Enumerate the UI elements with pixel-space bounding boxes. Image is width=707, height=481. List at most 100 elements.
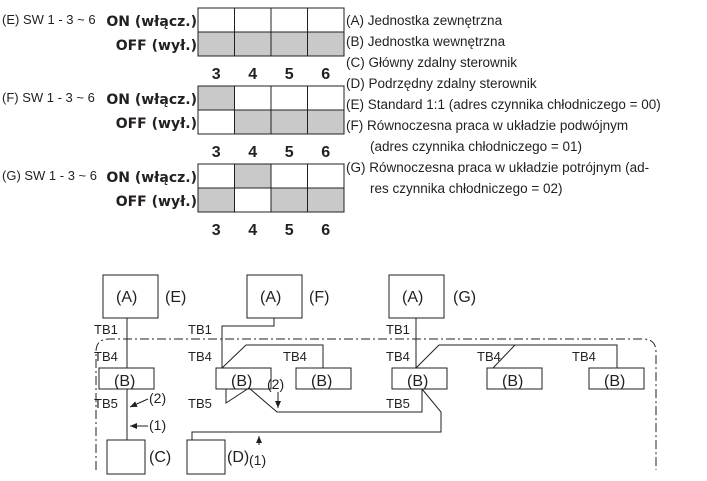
tb4-label-g1: TB4 [386,349,410,364]
indoor-label-g2: (B) [502,373,523,390]
outdoor-unit-e [102,274,159,319]
switch-block-2: (G) SW 1 - 3 ~ 6 ON (włącz.) OFF (wył.) 3 4 5… [2,163,345,239]
tb1-label-g: TB1 [386,322,410,337]
tb1-line-f [221,318,275,368]
sub-remote-controller [186,439,226,475]
legend-f-cont: (adres czynnika chłodniczego = 01) [370,139,582,154]
on-row-label: ON (włącz.) [106,14,197,30]
switch-cell-on-3 [197,7,235,33]
tb4-label-g3: TB4 [572,349,596,364]
switch-number: 3 [212,222,221,239]
on-row-label: ON (włącz.) [106,92,197,108]
tb5-line-g [191,388,442,440]
switch-cell-off-5 [270,187,308,213]
tb4-label-f2: TB4 [283,349,307,364]
switch-cell-off-3 [197,109,235,135]
outdoor-label-g: (A) [402,289,423,306]
indoor-unit-g1 [391,367,448,390]
switch-cell-on-3 [197,85,235,111]
switch-cell-off-5 [270,31,308,57]
switch-cell-on-6 [307,85,345,111]
switch-number: 6 [321,222,330,239]
tb5-label-e: TB5 [94,396,118,411]
indoor-label-g3: (B) [604,373,625,390]
switch-cell-off-5 [270,109,308,135]
switch-number: 5 [285,222,294,239]
switch-cell-off-4 [234,109,272,135]
tb4-label-g2: TB4 [477,349,501,364]
switch-cell-off-3 [197,31,235,57]
legend-g: (G) Równoczesna praca w układzie potrójn… [346,160,649,175]
switch-number: 3 [212,66,221,83]
indoor-unit-g2 [486,367,543,390]
group-label-f: (F) [309,289,329,306]
off-row-label: OFF (wył.) [116,194,197,210]
remote-sub-label: (D) [227,449,249,466]
switch-cell-on-4 [234,85,272,111]
wire-label-e-1: (1) [149,417,166,433]
on-row-label: ON (włącz.) [106,170,197,186]
group-label-g: (G) [453,289,476,306]
legend: (A) Jednostka zewnętrzna (B) Jednostka w… [346,13,661,196]
switch-cell-on-4 [234,163,272,189]
tb4-label-f1: TB4 [188,349,212,364]
switch-cell-on-5 [270,7,308,33]
switch-cell-on-6 [307,7,345,33]
switch-number: 5 [285,66,294,83]
building-boundary [95,338,657,470]
tb5-label-f: TB5 [188,396,212,411]
wire-label-f-2: (2) [267,376,284,392]
wiring-labels: (A) (A) (A) (E) (F) (G) (B) (B) (B) (B) … [94,289,625,468]
switch-cell-on-3 [197,163,235,189]
tb1-label-f: TB1 [188,322,212,337]
tb4-link-f [221,344,324,369]
switch-number: 5 [285,144,294,161]
legend-c: (C) Główny zdalny sterownik [346,55,517,70]
switch-settings: (E) SW 1 - 3 ~ 6 ON (włącz.) OFF (wył.) 3 4 5… [2,7,345,239]
switch-number: 4 [248,66,257,83]
tb1-label-e: TB1 [94,322,118,337]
switch-block-1: (F) SW 1 - 3 ~ 6 ON (włącz.) OFF (wył.) 3 4 5… [2,85,345,161]
arrow-e-2 [129,398,149,408]
switch-cell-on-5 [270,163,308,189]
outdoor-label-f: (A) [260,289,281,306]
group-label-e: (E) [165,289,186,306]
legend-e: (E) Standard 1:1 (adres czynnika chłodni… [346,97,661,112]
remote-main-label: (C) [149,449,171,466]
tb4-link-g2 [515,344,618,368]
switch-cell-on-6 [307,163,345,189]
switch-cell-off-6 [307,109,345,135]
indoor-label-f2: (B) [311,373,332,390]
switch-cell-off-4 [234,31,272,57]
wire-label-d-1: (1) [249,452,266,468]
off-row-label: OFF (wył.) [116,116,197,132]
switch-cell-on-4 [234,7,272,33]
legend-d: (D) Podrzędny zdalny sterownik [346,76,537,91]
switch-number: 4 [248,144,257,161]
switch-block-label: (G) SW 1 - 3 ~ 6 [2,168,97,183]
main-remote-controller [106,439,146,475]
tb5-line-f [225,387,423,413]
switch-cell-off-3 [197,187,235,213]
switch-number: 4 [248,222,257,239]
tb5-label-g: TB5 [386,396,410,411]
switch-number: 3 [212,144,221,161]
legend-f: (F) Równoczesna praca w układzie podwójn… [346,118,628,133]
outdoor-label-e: (A) [116,289,137,306]
switch-block-label: (E) SW 1 - 3 ~ 6 [2,12,96,27]
switch-cell-off-6 [307,187,345,213]
legend-a: (A) Jednostka zewnętrzna [346,13,503,28]
indoor-label-f1: (B) [231,373,252,390]
indoor-label-g1: (B) [407,373,428,390]
system-wiring [95,274,657,475]
legend-b: (B) Jednostka wewnętrzna [346,34,506,49]
switch-cell-off-6 [307,31,345,57]
switch-block-label: (F) SW 1 - 3 ~ 6 [2,90,95,105]
indoor-unit-f1 [215,367,272,390]
switch-cell-off-4 [234,187,272,213]
legend-g-cont: res czynnika chłodniczego = 02) [370,181,562,196]
tb4-label-e: TB4 [94,349,118,364]
indoor-label-e: (B) [114,373,135,390]
